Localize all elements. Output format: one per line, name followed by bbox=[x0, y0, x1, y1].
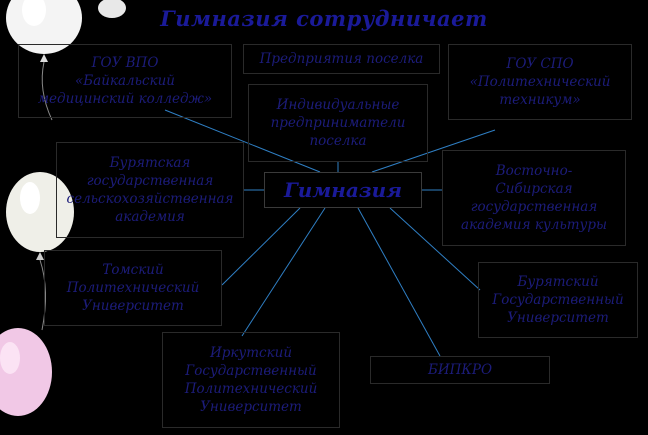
balloon-icon bbox=[6, 172, 74, 331]
partner-buryat-univ: Бурятский Государственный Университет bbox=[478, 262, 638, 338]
partner-line: Бурятская bbox=[109, 155, 191, 171]
partner-culture-academy: Восточно- Сибирская государственная акад… bbox=[442, 150, 626, 246]
balloon-icon bbox=[6, 0, 82, 121]
partner-line: предприниматели bbox=[270, 115, 406, 131]
connector-bipkro bbox=[357, 207, 441, 357]
partner-line: техникум» bbox=[499, 92, 581, 108]
partner-line: государственная bbox=[86, 173, 214, 189]
partner-line: «Политехнический bbox=[469, 74, 611, 90]
partner-tomsk-univ: Томский Политехнический Университет bbox=[44, 250, 222, 326]
partner-line: Университет bbox=[507, 310, 609, 326]
partner-line: Сибирская bbox=[495, 181, 573, 197]
partner-line: Государственный bbox=[492, 292, 624, 308]
partner-line: поселка bbox=[309, 133, 367, 149]
partner-line: сельскохозяйственная bbox=[66, 191, 234, 207]
connector-irkutsk-univ bbox=[241, 207, 326, 337]
balloon-icon bbox=[98, 0, 126, 18]
partner-line: Университет bbox=[82, 298, 184, 314]
partner-line: Индивидуальные bbox=[276, 97, 400, 113]
partner-line: Государственный bbox=[185, 363, 317, 379]
partner-line: государственная bbox=[470, 199, 598, 215]
partner-line: медицинский колледж» bbox=[37, 91, 213, 107]
connector-politech-college bbox=[371, 129, 496, 173]
partner-politech-college: ГОУ СПО «Политехнический техникум» bbox=[448, 44, 632, 120]
connector-buryat-univ bbox=[389, 207, 481, 291]
partner-line: Восточно- bbox=[495, 163, 573, 179]
partner-bpk: ГОУ ВПО «Байкальский медицинский колледж… bbox=[18, 44, 232, 118]
partner-line: ГОУ СПО bbox=[506, 56, 574, 72]
partner-line: Предприятия поселка bbox=[259, 51, 424, 67]
partner-agro-academy: Бурятская государственная сельскохозяйст… bbox=[56, 142, 244, 238]
partner-line: Политехнический bbox=[66, 280, 200, 296]
partner-entrepreneurs: Индивидуальные предприниматели поселка bbox=[248, 84, 428, 162]
center-node: Гимназия bbox=[264, 172, 422, 208]
partner-line: академия bbox=[115, 209, 185, 225]
partner-enterprises: Предприятия поселка bbox=[243, 44, 440, 74]
partner-line: «Байкальский bbox=[75, 73, 175, 89]
diagram-title: Гимназия сотрудничает bbox=[160, 6, 488, 31]
partner-irkutsk-univ: Иркутский Государственный Политехнически… bbox=[162, 332, 340, 428]
partner-line: ГОУ ВПО bbox=[91, 55, 159, 71]
partner-line: Политехнический bbox=[184, 381, 318, 397]
partner-line: Томский bbox=[102, 262, 164, 278]
partner-line: Университет bbox=[200, 399, 302, 415]
balloon-icon bbox=[0, 328, 52, 416]
partner-bipkro: БИПКРО bbox=[370, 356, 550, 384]
partner-line: академия культуры bbox=[461, 217, 607, 233]
partner-line: Иркутский bbox=[209, 345, 293, 361]
partner-line: БИПКРО bbox=[427, 362, 493, 378]
partner-line: Бурятский bbox=[517, 274, 599, 290]
connector-tomsk-univ bbox=[221, 207, 301, 286]
